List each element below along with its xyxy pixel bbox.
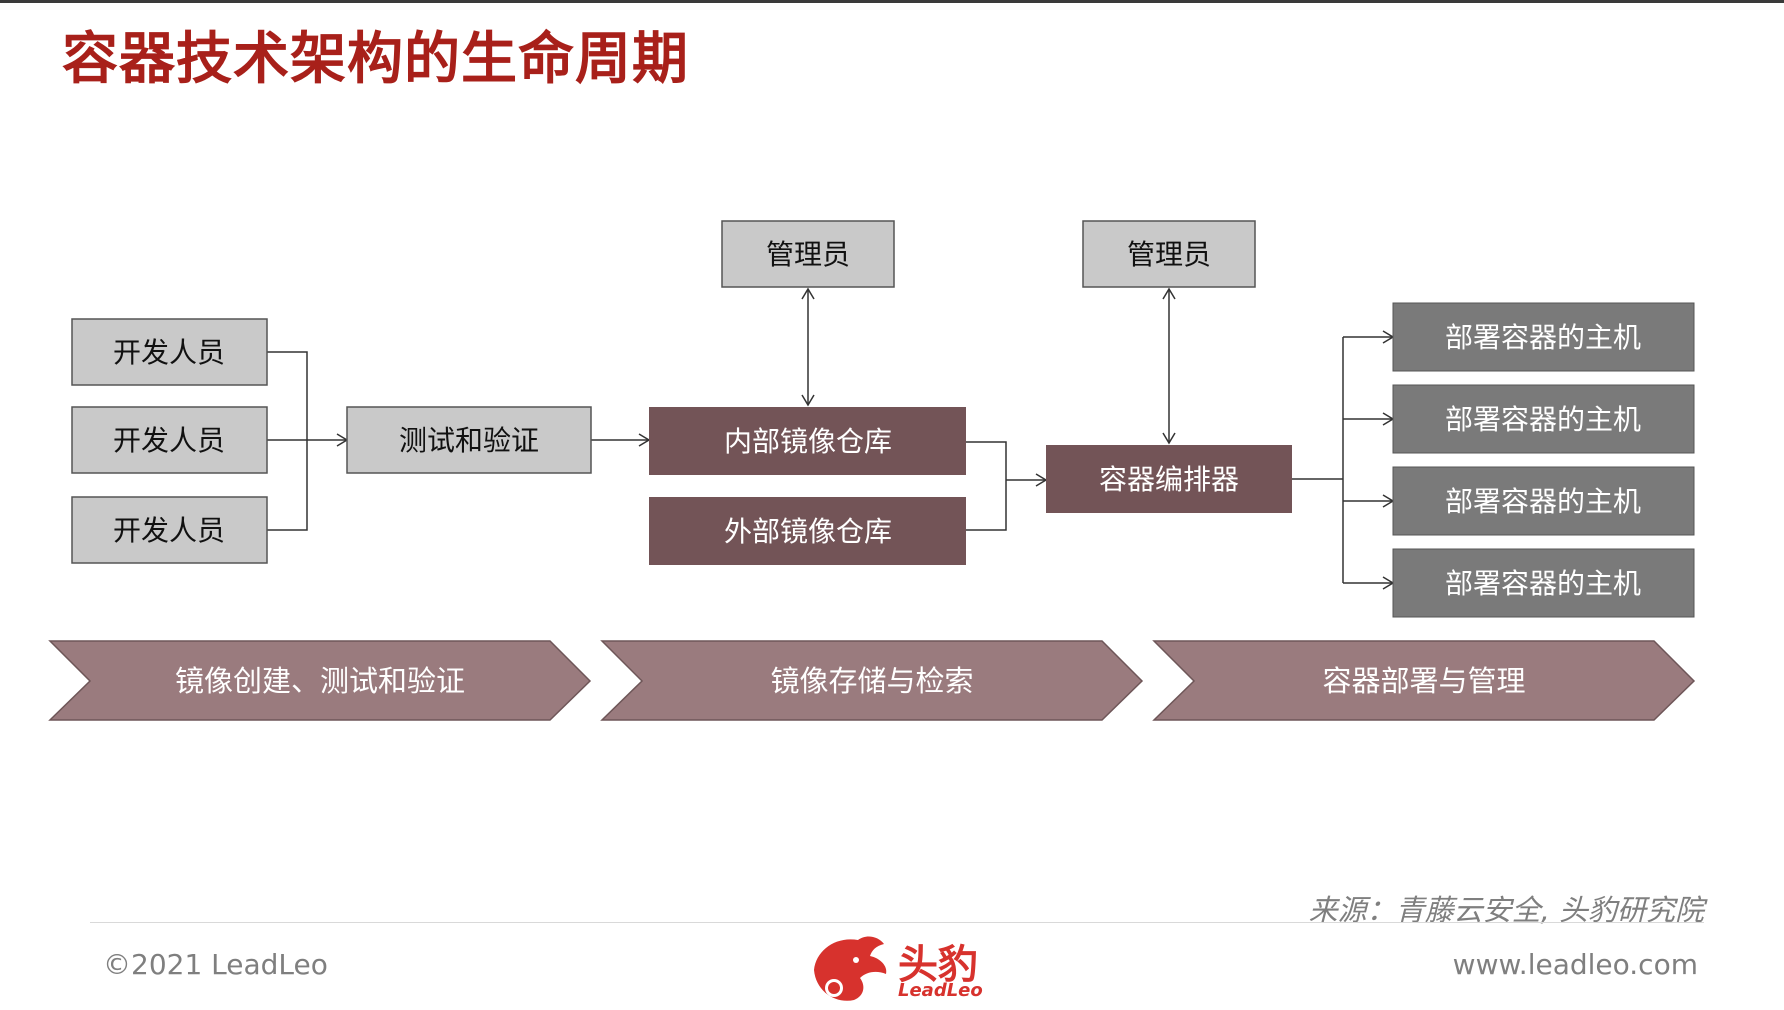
website-url: www.leadleo.com (1452, 948, 1698, 981)
leadleo-logo: 头豹 LeadLeo (806, 930, 986, 1006)
admin-label-2: 管理员 (1127, 238, 1211, 271)
host-box-1: 部署容器的主机 (1392, 302, 1695, 372)
admin-box-2: 管理员 (1082, 220, 1256, 288)
connectors (267, 287, 1395, 590)
developer-label-3: 开发人员 (113, 514, 225, 547)
logo-chinese-text: 头豹 (898, 942, 978, 988)
stage-label-1: 镜像创建、测试和验证 (175, 664, 465, 698)
host-box-2: 部署容器的主机 (1392, 384, 1695, 454)
host-label-3: 部署容器的主机 (1445, 485, 1641, 518)
developer-label-2: 开发人员 (113, 424, 225, 457)
host-box-3: 部署容器的主机 (1392, 466, 1695, 536)
registries-bracket-line (966, 441, 1007, 531)
developer-label-1: 开发人员 (113, 336, 225, 369)
stage-arrow-3: 容器部署与管理 (1152, 640, 1696, 721)
internal-registry-label: 内部镜像仓库 (724, 425, 892, 458)
stage-arrow-2: 镜像存储与检索 (600, 640, 1144, 721)
orchestrator-box: 容器编排器 (1046, 445, 1292, 513)
page-title: 容器技术架构的生命周期 (62, 27, 689, 92)
admin-box-1: 管理员 (721, 220, 895, 288)
stage-label-2: 镜像存储与检索 (770, 664, 973, 698)
logo-english-text: LeadLeo (898, 980, 983, 1001)
stage-label-3: 容器部署与管理 (1322, 664, 1525, 698)
orchestrator-label: 容器编排器 (1099, 463, 1239, 496)
top-border-line (0, 0, 1784, 3)
host-box-4: 部署容器的主机 (1392, 548, 1695, 618)
stage-arrow-1: 镜像创建、测试和验证 (48, 640, 592, 721)
test-verify-label: 测试和验证 (399, 424, 539, 457)
leopard-head-icon (814, 936, 887, 1001)
internal-registry-box: 内部镜像仓库 (649, 407, 966, 475)
host-label-4: 部署容器的主机 (1445, 567, 1641, 600)
footer-divider (90, 922, 1704, 923)
source-note: 来源：青藤云安全, 头豹研究院 (1308, 893, 1704, 927)
developers-bracket-line (267, 351, 308, 531)
host-label-2: 部署容器的主机 (1445, 403, 1641, 436)
host-label-1: 部署容器的主机 (1445, 321, 1641, 354)
developer-box-2: 开发人员 (71, 406, 268, 474)
admin-label-1: 管理员 (766, 238, 850, 271)
developer-box-3: 开发人员 (71, 496, 268, 564)
developer-box-1: 开发人员 (71, 318, 268, 386)
test-verify-box: 测试和验证 (346, 406, 592, 474)
external-registry-box: 外部镜像仓库 (649, 497, 966, 565)
copyright-text: ©2021 LeadLeo (103, 948, 328, 981)
external-registry-label: 外部镜像仓库 (724, 515, 892, 548)
